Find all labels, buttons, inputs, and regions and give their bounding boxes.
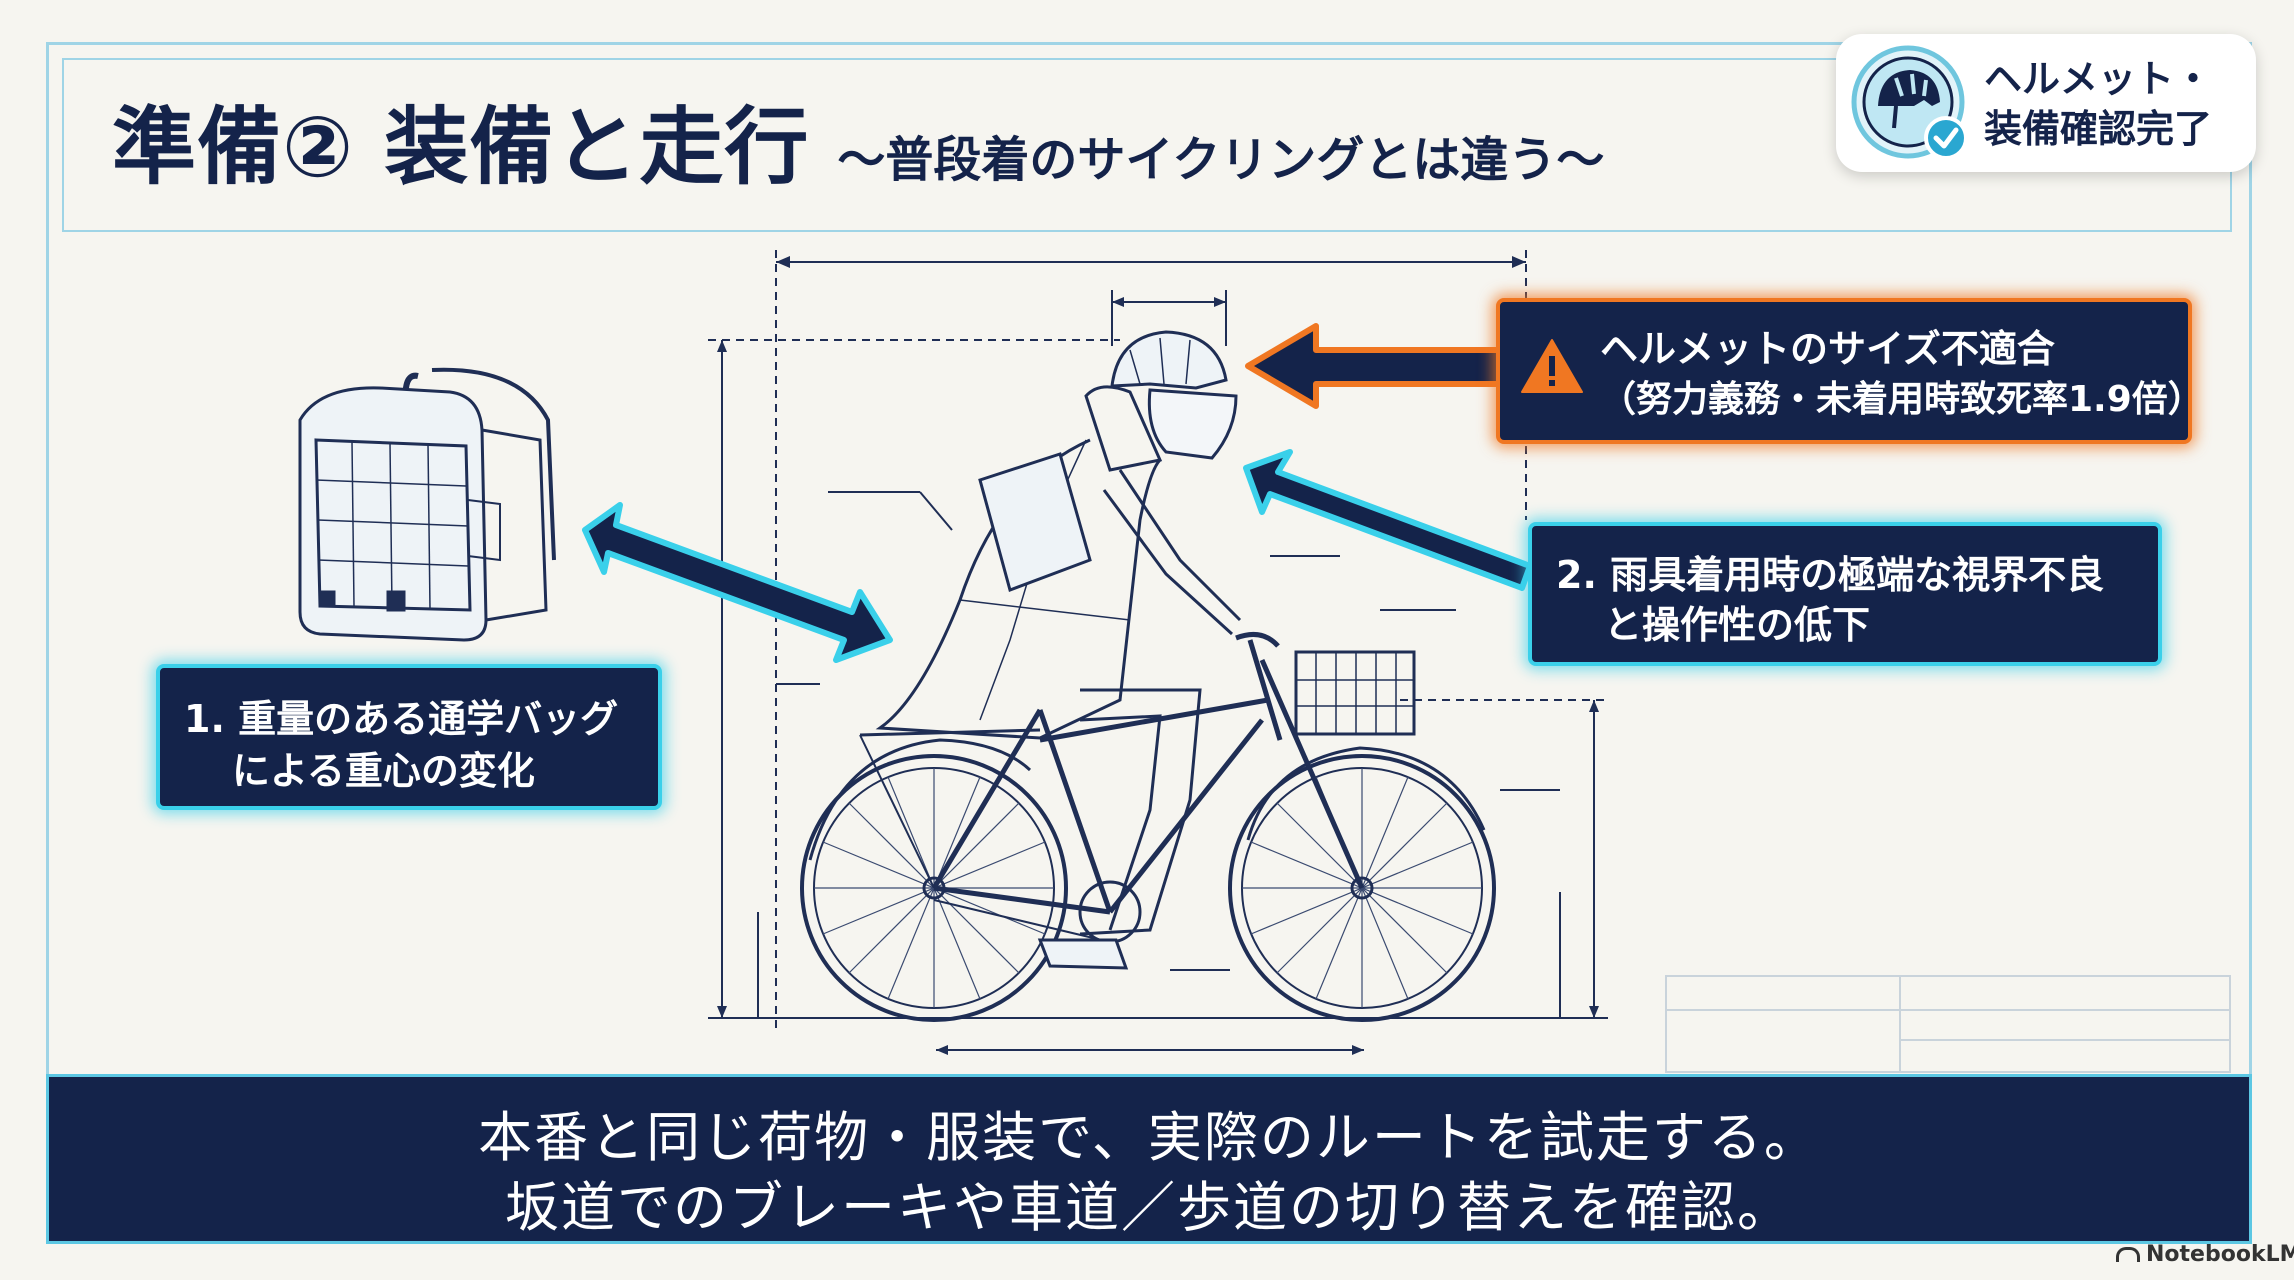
banner-line1: 本番と同じ荷物・服装で、実際のルートを試走する。 [478,1106,1820,1169]
status-badge: ヘルメット・装備確認完了 [1836,34,2256,172]
helmet-size-callout: ヘルメットのサイズ不適合 （努力義務・未着用時致死率1.9倍） [1496,298,2204,444]
bag-callout-line1: 1. 重量のある通学バッグ [184,697,619,741]
title-main: 準備② 装備と走行 [112,98,810,196]
school-bag-callout: 1. 重量のある通学バッグ による重心の変化 [156,664,662,810]
badge-text: ヘルメット・装備確認完了 [1984,57,2213,151]
warning-icon [1521,339,1583,393]
summary-banner: 本番と同じ荷物・服装で、実際のルートを試走する。 坂道でのブレーキや車道／歩道の… [46,1074,2252,1244]
rain-callout-line2: と操作性の低下 [1604,603,1871,647]
watermark-text: NotebookLM [2146,1242,2294,1267]
notebooklm-watermark: NotebookLM [2116,1242,2294,1267]
bag-callout-line2: による重心の変化 [232,749,535,793]
helmet-check-icon [1851,45,1968,160]
helmet-callout-line2: （努力義務・未着用時致死率1.9倍） [1600,379,2204,420]
bag-double-arrow [582,502,893,663]
rain-callout-line1: 2. 雨具着用時の極端な視界不良 [1556,553,2105,597]
rain-arrow [1243,449,1533,591]
helmet-arrow [1245,323,1503,409]
helmet-callout-line1: ヘルメットのサイズ不適合 [1600,327,2055,371]
banner-line2: 坂道でのブレーキや車道／歩道の切り替えを確認。 [505,1176,1793,1239]
notebooklm-logo-icon [2116,1247,2140,1262]
title-subtitle: 〜普段着のサイクリングとは違う〜 [837,132,1605,188]
rain-gear-callout: 2. 雨具着用時の極端な視界不良 と操作性の低下 [1528,522,2162,666]
page-title: 準備② 装備と走行〜普段着のサイクリングとは違う〜 [112,80,1604,201]
